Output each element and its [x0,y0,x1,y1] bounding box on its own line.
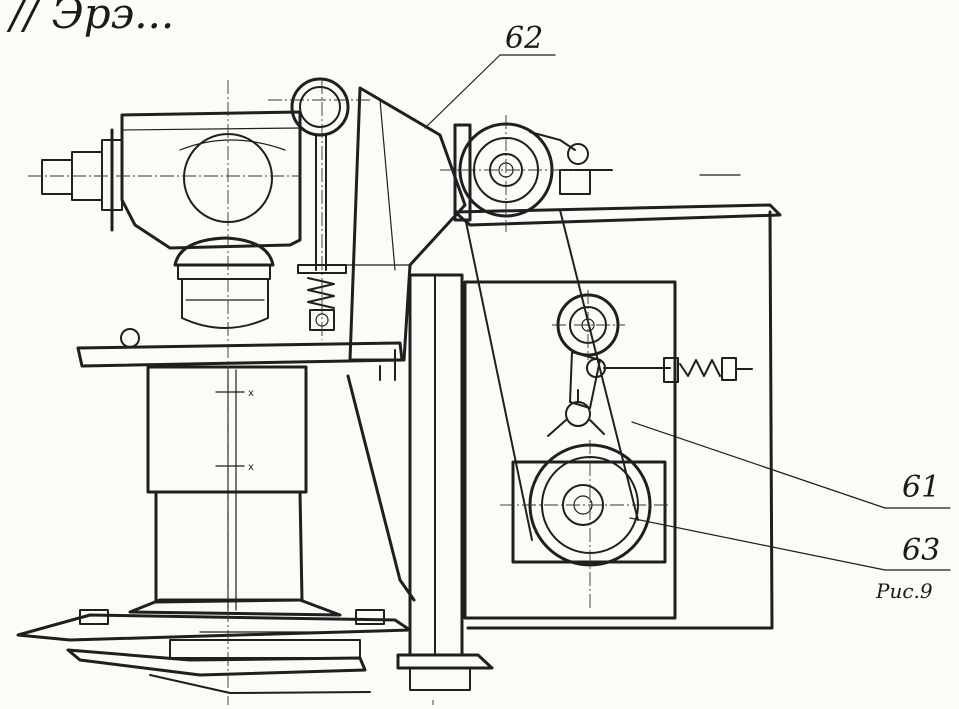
callout-61: 61 [631,421,951,509]
vertical-post [396,273,494,691]
figure-caption: Рис.9 [875,579,933,603]
spindle-column: x x [146,365,308,611]
callout-63: 63 [629,517,951,571]
callout-62: 62 [424,21,556,129]
svg-text:x: x [248,388,254,399]
callout-label-62: 62 [505,21,543,56]
callout-label-63: 63 [902,533,940,568]
cutter-base [16,598,412,694]
drive-cabinet [463,209,774,630]
callout-label-61: 61 [902,470,940,505]
work-table [76,328,404,381]
top-pulley [453,122,613,222]
top-guide-rail [453,174,782,227]
center-lines [28,80,670,705]
svg-text:x: x [248,462,254,473]
page-title: // Эрэ... [6,0,174,38]
gearbox-housing [41,110,302,329]
